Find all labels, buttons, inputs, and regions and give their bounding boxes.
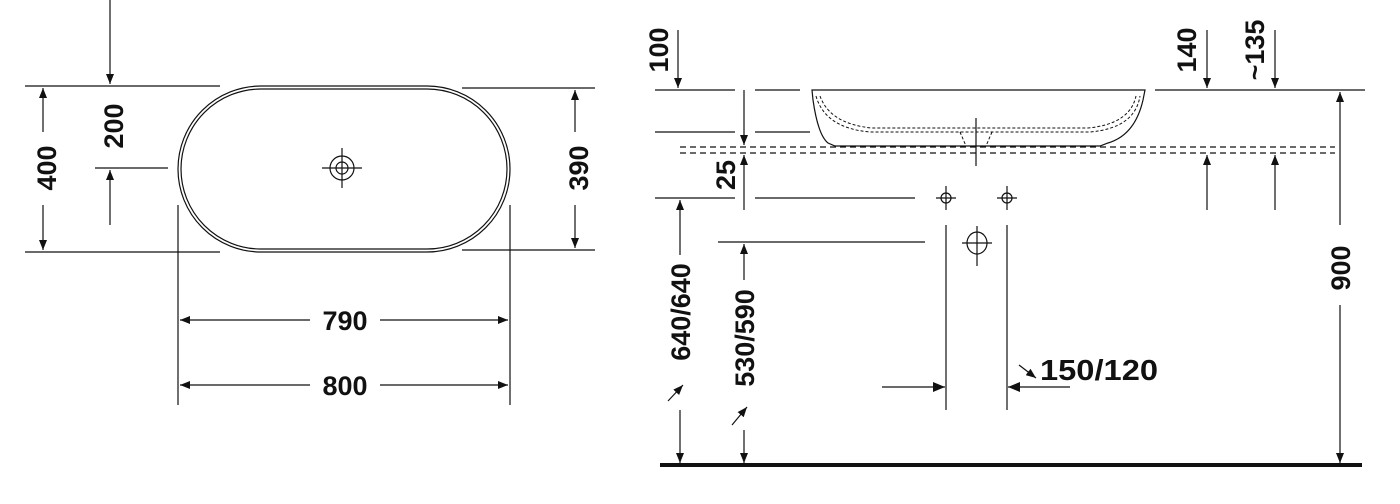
basin-outline — [177, 85, 511, 253]
dim-530-590: 530/590 — [730, 289, 760, 387]
dim-400: 400 — [32, 145, 62, 190]
dim-800: 800 — [322, 371, 367, 401]
basin-inner-outline — [180, 88, 508, 250]
basin-profile — [811, 89, 1146, 147]
dim-25: 25 — [711, 160, 741, 190]
tap-hole-icon — [936, 186, 956, 210]
dim-640-640: 640/640 — [666, 263, 696, 361]
waste-outlet-icon — [962, 226, 992, 266]
dim-100: 100 — [644, 27, 674, 72]
dim-390: 390 — [564, 145, 594, 190]
drain-icon — [322, 148, 362, 188]
tap-hole-icon — [997, 186, 1017, 210]
dim-790: 790 — [322, 306, 367, 336]
dim-150-120: 150/120 — [1040, 355, 1158, 387]
dim-900: 900 — [1326, 245, 1356, 290]
dim-200: 200 — [99, 103, 129, 148]
side-view: 100 25 150/120 640/640 530/590 900 140 ~… — [644, 20, 1365, 467]
top-view: 400 200 390 790 800 — [25, 0, 595, 405]
dim-135: ~135 — [1240, 20, 1270, 81]
dim-140: 140 — [1172, 27, 1202, 72]
